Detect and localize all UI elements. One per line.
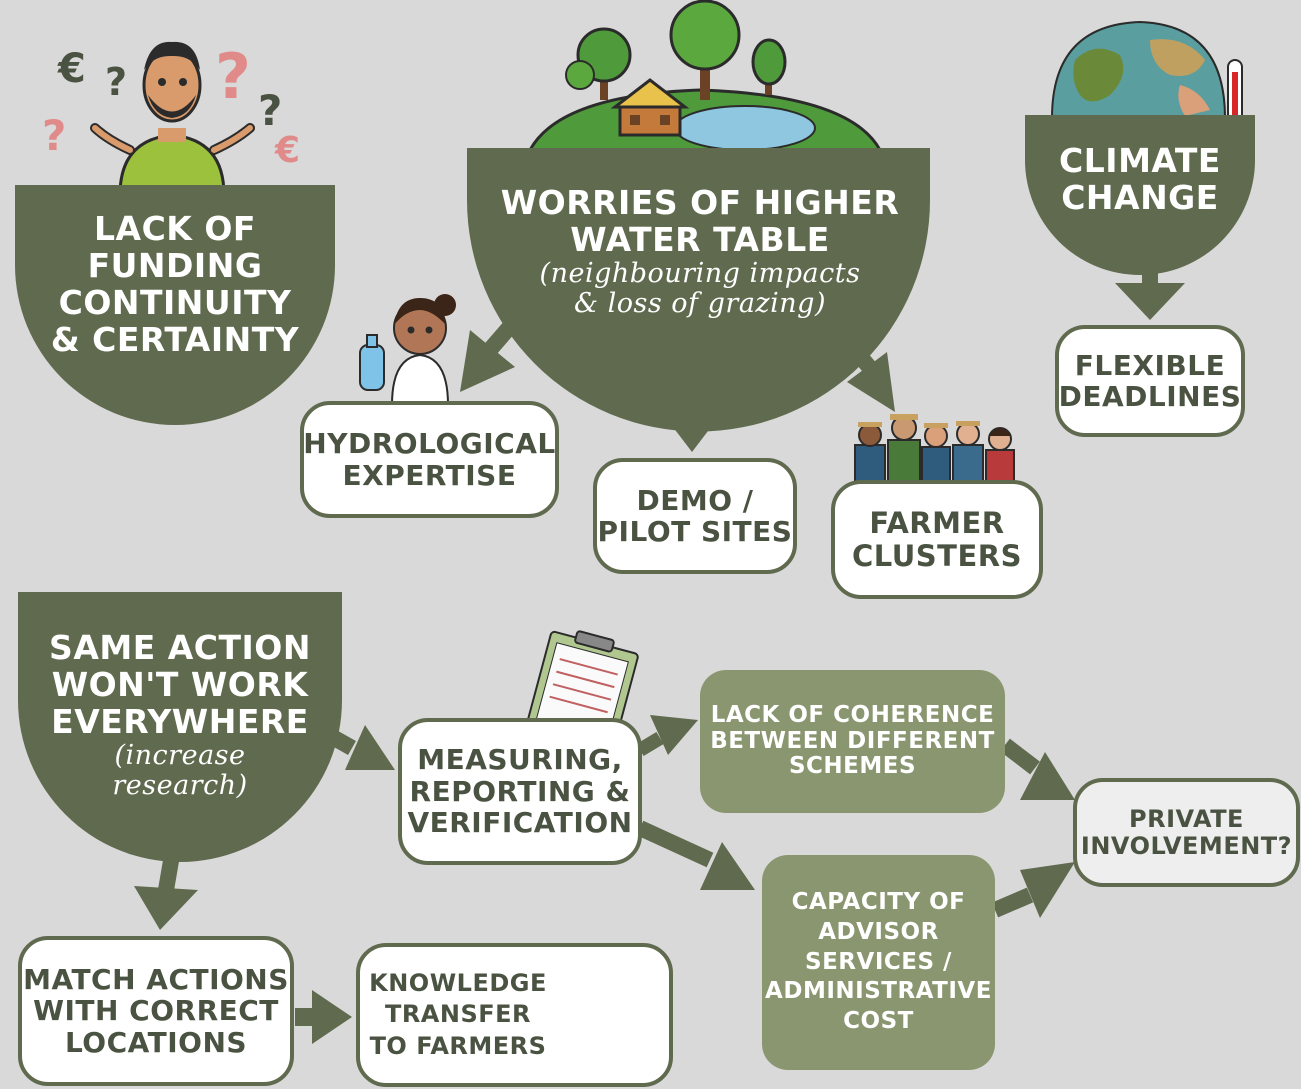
label-knowledge: KNOWLEDGE TRANSFER TO FARMERS bbox=[368, 945, 548, 1085]
question-mark-icon: ? bbox=[42, 111, 66, 160]
lack-funding-line: LACK OF bbox=[94, 209, 256, 249]
globe-icon bbox=[1050, 20, 1227, 119]
mrv-line: VERIFICATION bbox=[407, 806, 633, 840]
demo-pilot-line: PILOT SITES bbox=[597, 515, 793, 548]
match-line: MATCH ACTIONS bbox=[23, 962, 289, 996]
flexible-line: FLEXIBLE bbox=[1074, 348, 1226, 382]
coherence-line: BETWEEN DIFFERENT bbox=[710, 727, 995, 754]
arrow-match-to-knowledge bbox=[295, 990, 352, 1044]
arrow-capacity-to-private bbox=[991, 862, 1075, 918]
label-lack-funding: LACK OF FUNDING CONTINUITY & CERTAINTY bbox=[25, 190, 325, 380]
coherence-line: SCHEMES bbox=[788, 753, 917, 780]
capacity-line: COST bbox=[843, 1008, 914, 1035]
capacity-line: SERVICES / bbox=[805, 948, 952, 975]
capacity-line: ADVISOR bbox=[818, 918, 939, 945]
private-line: INVOLVEMENT? bbox=[1080, 831, 1293, 860]
lack-funding-line: & CERTAINTY bbox=[50, 319, 300, 359]
question-mark-icon: ? bbox=[258, 86, 282, 135]
box-coherence bbox=[700, 670, 1005, 813]
knowledge-line: KNOWLEDGE bbox=[369, 969, 547, 998]
label-demo-pilot: DEMO / PILOT SITES bbox=[595, 460, 795, 572]
farmer-clusters-line: CLUSTERS bbox=[852, 538, 1022, 573]
box-match-actions bbox=[18, 936, 294, 1086]
box-mrv bbox=[398, 718, 642, 865]
coherence-line: LACK OF COHERENCE bbox=[710, 701, 995, 728]
climate-line: CLIMATE bbox=[1059, 141, 1221, 181]
flexible-line: DEADLINES bbox=[1058, 380, 1242, 413]
question-mark-icon: ? bbox=[215, 40, 251, 113]
mrv-line: REPORTING & bbox=[409, 774, 631, 808]
confused-man-icon: € € ? ? ? ? bbox=[42, 40, 300, 197]
label-farmer-clusters: FARMER CLUSTERS bbox=[833, 482, 1041, 597]
climate-line: CHANGE bbox=[1061, 178, 1219, 217]
arrow-same-to-match bbox=[134, 853, 198, 930]
bowl-water-table bbox=[467, 148, 930, 432]
label-flexible-deadlines: FLEXIBLE DEADLINES bbox=[1057, 327, 1243, 435]
farmers-group-icon bbox=[854, 414, 1015, 484]
same-action-subline: (increase bbox=[114, 739, 246, 771]
label-water-table: WORRIES OF HIGHER WATER TABLE (neighbour… bbox=[480, 165, 920, 340]
match-line: WITH CORRECT bbox=[33, 994, 279, 1028]
match-line: LOCATIONS bbox=[64, 1025, 248, 1059]
mrv-line: MEASURING, bbox=[417, 743, 623, 777]
label-same-action: SAME ACTION WON'T WORK EVERYWHERE (incre… bbox=[25, 608, 335, 823]
lack-funding-line: CONTINUITY bbox=[58, 283, 292, 322]
arrow-coherence-to-private bbox=[1000, 738, 1075, 800]
scientist-icon bbox=[359, 294, 456, 406]
private-line: PRIVATE bbox=[1129, 804, 1244, 833]
label-mrv: MEASURING, REPORTING & VERIFICATION bbox=[400, 720, 640, 863]
label-coherence: LACK OF COHERENCE BETWEEN DIFFERENT SCHE… bbox=[700, 670, 1005, 813]
capacity-line: ADMINISTRATIVE bbox=[765, 978, 992, 1005]
euro-icon: € bbox=[57, 46, 86, 92]
label-private: PRIVATE INVOLVEMENT? bbox=[1075, 780, 1298, 885]
knowledge-line: TRANSFER bbox=[384, 1000, 532, 1029]
water-table-line: WATER TABLE bbox=[570, 220, 830, 260]
arrow-mrv-to-capacity bbox=[636, 820, 755, 890]
same-action-line: EVERYWHERE bbox=[51, 701, 309, 741]
box-capacity bbox=[762, 855, 995, 1070]
water-table-subline: (neighbouring impacts bbox=[539, 258, 861, 290]
hydrological-line: HYDROLOGICAL bbox=[303, 427, 556, 461]
hydrological-line: EXPERTISE bbox=[342, 458, 517, 492]
capacity-line: CAPACITY OF bbox=[791, 888, 966, 915]
bowl-lack-funding bbox=[15, 185, 335, 425]
box-flexible-deadlines bbox=[1055, 325, 1245, 437]
same-action-line: SAME ACTION bbox=[49, 627, 311, 667]
box-private bbox=[1073, 778, 1300, 887]
label-capacity: CAPACITY OF ADVISOR SERVICES / ADMINISTR… bbox=[762, 855, 995, 1070]
box-farmer-clusters bbox=[831, 480, 1043, 599]
label-match-actions: MATCH ACTIONS WITH CORRECT LOCATIONS bbox=[20, 938, 292, 1084]
hill-house-trees-icon bbox=[527, 0, 883, 152]
lack-funding-line: FUNDING bbox=[87, 246, 263, 286]
water-table-line: WORRIES OF HIGHER bbox=[500, 183, 900, 223]
euro-icon: € bbox=[274, 130, 300, 171]
farmer-clusters-line: FARMER bbox=[869, 506, 1005, 541]
question-mark-icon: ? bbox=[105, 60, 127, 104]
bowl-climate-change bbox=[1025, 115, 1255, 275]
box-knowledge bbox=[356, 943, 673, 1087]
water-table-subline: & loss of grazing) bbox=[574, 288, 826, 320]
arrow-mrv-to-coherence bbox=[636, 715, 698, 757]
demo-pilot-line: DEMO / bbox=[636, 483, 754, 517]
label-hydrological: HYDROLOGICAL EXPERTISE bbox=[302, 403, 557, 516]
same-action-line: WON'T WORK bbox=[51, 664, 309, 704]
bowl-same-action bbox=[18, 592, 342, 862]
label-climate-change: CLIMATE CHANGE bbox=[1035, 130, 1245, 230]
same-action-subline: research) bbox=[112, 769, 248, 801]
box-hydrological bbox=[300, 401, 559, 518]
box-demo-pilot bbox=[593, 458, 797, 574]
knowledge-line: TO FARMERS bbox=[369, 1031, 547, 1060]
